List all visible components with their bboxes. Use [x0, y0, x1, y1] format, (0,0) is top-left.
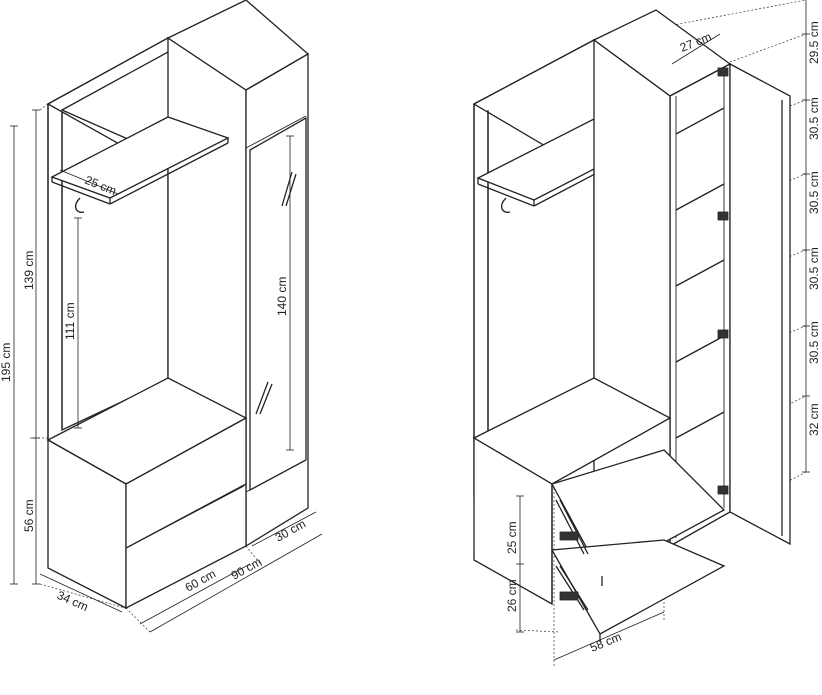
label-compartment-1: 29.5 cm	[807, 21, 821, 64]
right-cabinet	[472, 9, 791, 642]
left-cabinet	[46, 0, 310, 610]
label-compartment-3: 30.5 cm	[807, 171, 821, 214]
label-compartment-6: 32 cm	[807, 403, 821, 436]
label-compartment-2: 30.5 cm	[807, 97, 821, 140]
left-view: 195 cm 139 cm 56 cm 111 cm 25 cm 140 cm …	[0, 0, 323, 633]
label-hanger-height: 111 cm	[63, 302, 77, 340]
label-drawer-width: 58 cm	[588, 630, 624, 655]
label-upper-height: 139 cm	[22, 251, 36, 290]
right-labels: 27 cm 29.5 cm 30.5 cm 30.5 cm 30.5 cm 30…	[505, 21, 821, 654]
label-drawer-upper: 25 cm	[505, 521, 519, 554]
label-compartment-5: 30.5 cm	[807, 321, 821, 364]
label-compartment-4: 30.5 cm	[807, 247, 821, 290]
label-lower-height: 56 cm	[22, 499, 36, 532]
label-total-height: 195 cm	[0, 343, 13, 382]
label-depth: 34 cm	[55, 588, 91, 614]
label-door-height: 140 cm	[275, 277, 289, 316]
right-dimensions	[516, 0, 810, 661]
label-drawer-lower: 26 cm	[505, 579, 519, 612]
right-view: 27 cm 29.5 cm 30.5 cm 30.5 cm 30.5 cm 30…	[472, 0, 821, 666]
left-dimensions	[10, 109, 323, 633]
label-total-width: 90 cm	[229, 555, 264, 583]
